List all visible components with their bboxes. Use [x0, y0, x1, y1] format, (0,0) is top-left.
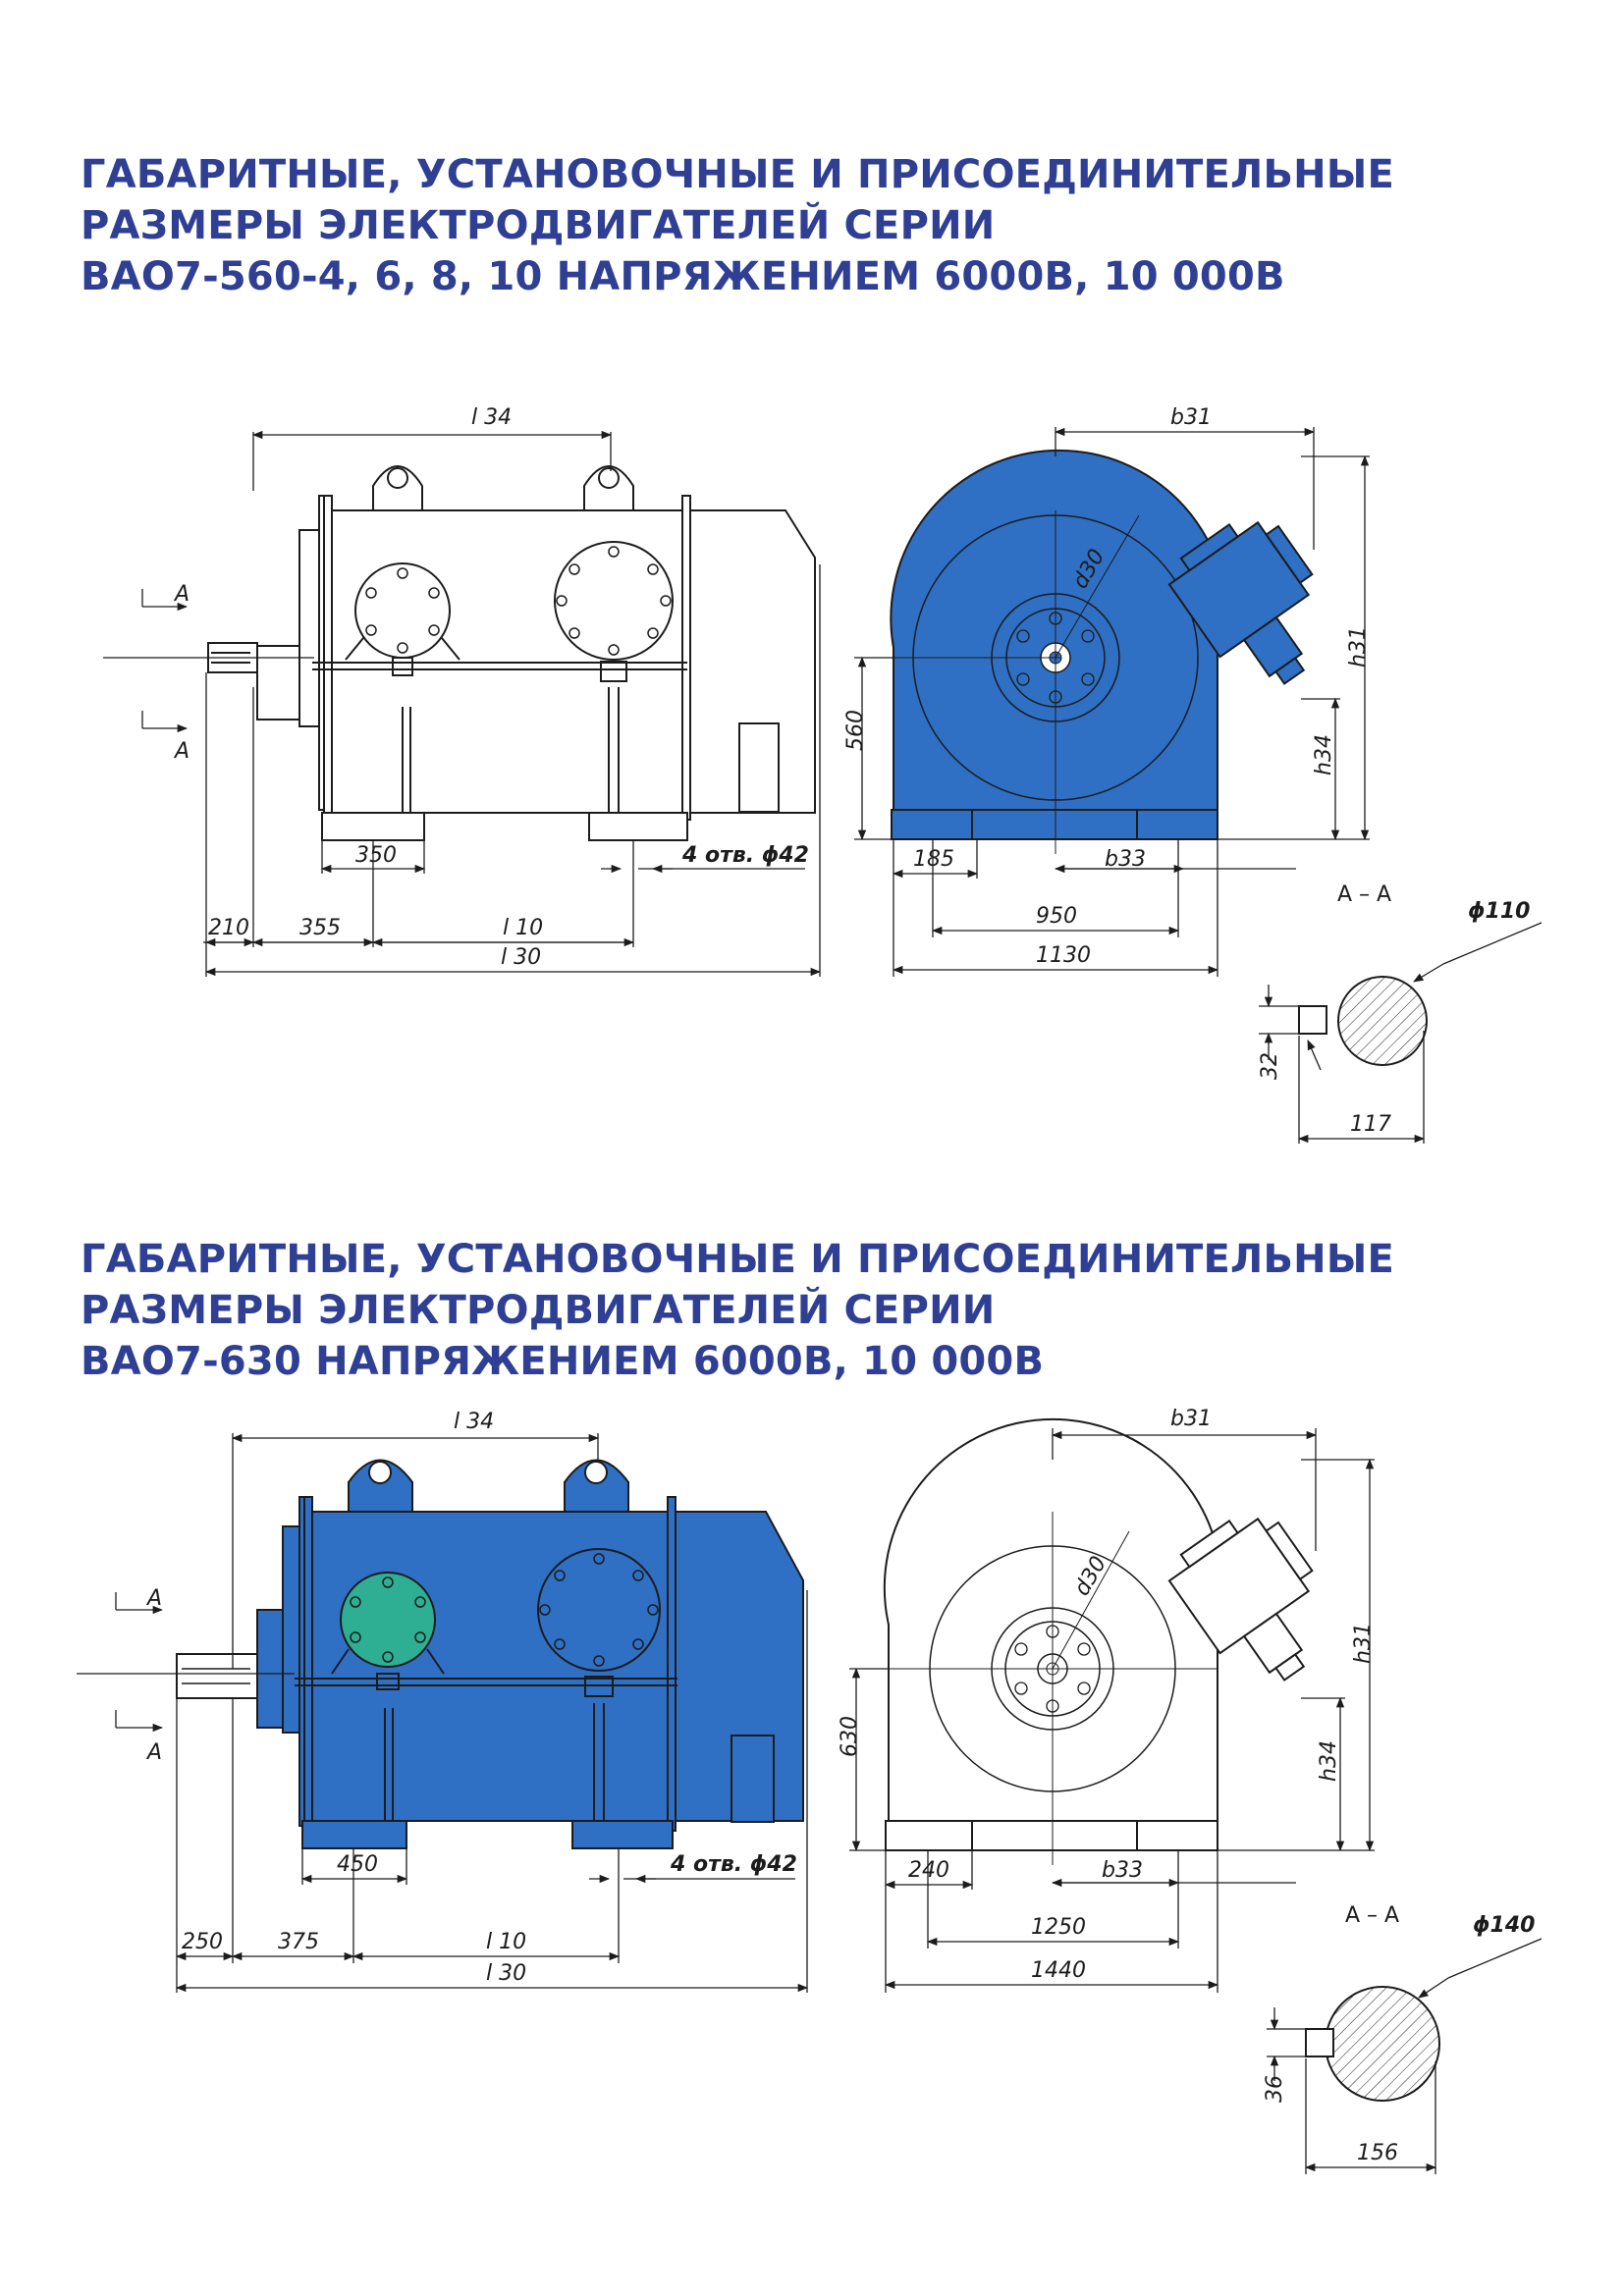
section-mark-a: A — [145, 1740, 162, 1765]
dim-1250: 1250 — [1031, 1915, 1086, 1940]
dim-holes: 4 отв. ϕ42 — [681, 843, 809, 868]
dim-phi140: ϕ140 — [1473, 1913, 1535, 1938]
section2-shaft-section: A – A ϕ140 36 156 — [1263, 1903, 1543, 2174]
dim-phi110: ϕ110 — [1468, 899, 1530, 924]
dim-l30: l 30 — [501, 945, 541, 970]
section2-title-line3: ВАО7-630 НАПРЯЖЕНИЕМ 6000В, 10 000В — [81, 1339, 1045, 1384]
dim-350: 350 — [355, 843, 397, 868]
dim-375: 375 — [278, 1930, 319, 1954]
dim-holes: 4 отв. ϕ42 — [670, 1852, 797, 1877]
dim-l34: l 34 — [471, 405, 512, 430]
dim-b31: b31 — [1170, 1407, 1212, 1431]
motor-foot — [588, 812, 688, 841]
dim-l10: l 10 — [486, 1930, 526, 1954]
section2-title-line2: РАЗМЕРЫ ЭЛЕКТРОДВИГАТЕЛЕЙ СЕРИИ — [81, 1288, 996, 1333]
dim-h34: h34 — [1317, 1740, 1341, 1782]
section-label: A – A — [1337, 882, 1391, 907]
shaft — [176, 1653, 258, 1699]
section1-shaft-section: A – A ϕ110 32 117 — [1258, 882, 1543, 1144]
dim-l10: l 10 — [503, 916, 543, 940]
section1-title: ГАБАРИТНЫЕ, УСТАНОВОЧНЫЕ И ПРИСОЕДИНИТЕЛ… — [81, 149, 1394, 302]
section1-front-dimensions — [854, 427, 1370, 977]
terminal-box-large — [554, 541, 674, 661]
section-mark-a: A — [173, 739, 189, 764]
section-label: A – A — [1345, 1903, 1399, 1928]
dim-h34: h34 — [1312, 734, 1336, 775]
motor-foot — [301, 1820, 407, 1849]
dim-250: 250 — [182, 1930, 223, 1954]
section-mark-a: A — [145, 1586, 162, 1611]
section2-title: ГАБАРИТНЫЕ, УСТАНОВОЧНЫЕ И ПРИСОЕДИНИТЕЛ… — [81, 1234, 1394, 1387]
dim-l30: l 30 — [486, 1961, 526, 1986]
section1-title-line3: ВАО7-560-4, 6, 8, 10 НАПРЯЖЕНИЕМ 6000В, … — [81, 254, 1285, 299]
section2-title-line1: ГАБАРИТНЫЕ, УСТАНОВОЧНЫЕ И ПРИСОЕДИНИТЕЛ… — [81, 1237, 1395, 1282]
section1-front-view — [884, 449, 1314, 854]
dim-1440: 1440 — [1031, 1958, 1086, 1983]
motor-foot — [571, 1820, 674, 1849]
dim-h31: h31 — [1346, 626, 1371, 667]
section2-front-view — [883, 1417, 1314, 1865]
dim-b33: b33 — [1105, 847, 1146, 872]
section1-side-dimensions — [141, 430, 822, 977]
dim-210: 210 — [208, 916, 249, 940]
terminal-box-large — [537, 1548, 661, 1672]
section1-side-view — [103, 465, 816, 841]
dim-b31: b31 — [1170, 405, 1212, 430]
terminal-box-small — [340, 1572, 436, 1668]
motor-foot — [321, 812, 425, 841]
dim-950: 950 — [1036, 904, 1077, 929]
dim-1130: 1130 — [1036, 943, 1091, 968]
dim-117: 117 — [1350, 1112, 1391, 1137]
section2-front-dimensions — [849, 1428, 1375, 1993]
section1-title-line1: ГАБАРИТНЫЕ, УСТАНОВОЧНЫЕ И ПРИСОЕДИНИТЕЛ… — [81, 152, 1395, 197]
dim-156: 156 — [1357, 2141, 1398, 2165]
dim-36: 36 — [1263, 2075, 1287, 2103]
dim-h31: h31 — [1351, 1623, 1376, 1664]
section1-title-line2: РАЗМЕРЫ ЭЛЕКТРОДВИГАТЕЛЕЙ СЕРИИ — [81, 203, 996, 248]
lifting-eye — [564, 1459, 629, 1513]
dim-630: 630 — [838, 1716, 862, 1757]
dim-32: 32 — [1258, 1052, 1282, 1080]
lifting-eye — [348, 1459, 413, 1513]
dim-185: 185 — [913, 847, 954, 872]
section2-side-view — [77, 1459, 804, 1849]
section-mark-a: A — [173, 582, 189, 607]
dim-355: 355 — [299, 916, 341, 940]
dim-450: 450 — [337, 1852, 378, 1877]
dim-l34: l 34 — [454, 1410, 494, 1434]
dim-560: 560 — [843, 710, 868, 751]
dim-240: 240 — [908, 1858, 949, 1883]
section2-side-dimensions — [115, 1433, 809, 1993]
dim-b33: b33 — [1102, 1858, 1143, 1883]
